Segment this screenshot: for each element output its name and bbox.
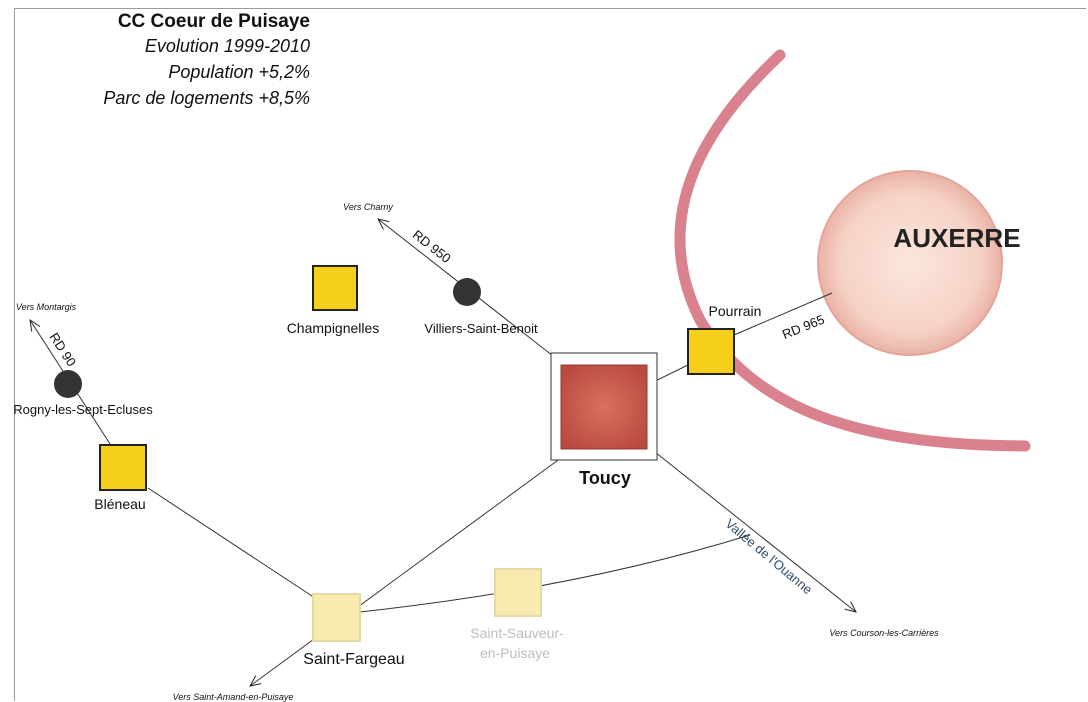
evolution-period: Evolution 1999-2010 (144, 36, 310, 56)
label-vers-montargis: Vers Montargis (16, 302, 77, 312)
label-toucy: Toucy (579, 468, 631, 488)
label-rd90: RD 90 (46, 330, 79, 369)
road-rd965 (733, 292, 833, 336)
road-bleneau-saint-fargeau (147, 487, 319, 601)
map-frame (14, 8, 1086, 701)
label-villiers: Villiers-Saint-Benoit (424, 321, 538, 336)
auxerre-circle[interactable] (817, 170, 1003, 356)
label-saint-sauveur-line2: en-Puisaye (480, 645, 550, 661)
map-title: CC Coeur de Puisaye (117, 11, 310, 32)
saint-fargeau-square[interactable] (312, 593, 361, 642)
housing-change: Parc de logements +8,5% (103, 88, 310, 108)
road-toucy-courson (654, 451, 856, 612)
label-champignelles: Champignelles (287, 320, 380, 336)
label-vallee-ouanne: Vallée de l'Ouanne (723, 516, 816, 597)
pourrain-square[interactable] (687, 328, 735, 375)
rogny-dot[interactable] (54, 370, 82, 398)
label-rogny: Rogny-les-Sept-Ecluses (13, 402, 153, 417)
label-bleneau: Bléneau (94, 496, 145, 512)
ring-road (674, 49, 1031, 452)
toucy-square[interactable] (560, 364, 648, 450)
population-change: Population +5,2% (168, 62, 310, 82)
road-vallee-ouanne (339, 534, 751, 615)
label-auxerre: AUXERRE (893, 223, 1020, 253)
label-rd965: RD 965 (780, 312, 826, 342)
label-vers-courson: Vers Courson-les-Carrières (829, 628, 939, 638)
label-vers-saint-amand: Vers Saint-Amand-en-Puisaye (173, 692, 294, 702)
villiers-dot[interactable] (453, 278, 481, 306)
label-rd950: RD 950 (410, 227, 454, 266)
label-saint-fargeau: Saint-Fargeau (303, 651, 404, 668)
champignelles-square[interactable] (312, 265, 358, 311)
bleneau-square[interactable] (99, 444, 147, 491)
label-pourrain: Pourrain (709, 303, 762, 319)
label-vers-charny: Vers Charny (343, 202, 393, 212)
label-saint-sauveur-line1: Saint-Sauveur- (470, 625, 564, 641)
road-toucy-saint-amand (250, 454, 566, 686)
saint-sauveur-square[interactable] (494, 568, 542, 617)
